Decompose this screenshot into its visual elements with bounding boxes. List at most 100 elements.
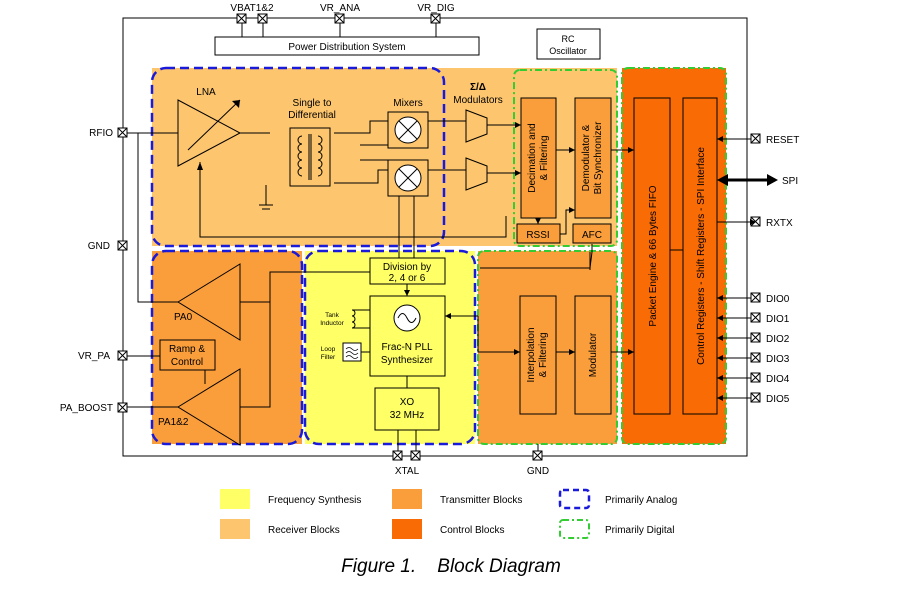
interpolation-label-1: Interpolation [526, 327, 537, 382]
analog-outline-pa [150, 249, 304, 446]
legend-swatch-receiver [220, 519, 250, 539]
lna-amplifier-icon [177, 99, 242, 167]
pa12-amplifier-icon [177, 368, 241, 446]
legend-swatch-transmitter [392, 489, 422, 509]
afc-label: AFC [582, 230, 602, 241]
ramp-label-1: Ramp & [169, 344, 205, 355]
power-distribution-label: Power Distribution System [288, 42, 405, 53]
pin-dio-icons [750, 292, 761, 403]
pin-pa-boost-label: PA_BOOST [60, 403, 113, 414]
tank-inductor-icon [351, 309, 370, 329]
packet-engine-block [633, 97, 671, 415]
balun-label-1: Single to [293, 98, 332, 109]
ramp-label-2: Control [171, 357, 203, 368]
analog-outline-synth [303, 249, 477, 446]
demodulator-block [574, 97, 612, 219]
xo-label-2: 32 MHz [390, 410, 424, 421]
ramp-control-block [159, 339, 216, 371]
demodulator-label-1: Demodulator & [581, 124, 592, 191]
loop-filter-icon [342, 342, 362, 362]
pin-reset-icon [750, 133, 761, 144]
pin-vr-dig-label: VR_DIG [417, 3, 454, 14]
pin-vbat-label: VBAT1&2 [230, 3, 274, 14]
pin-dio0-label: DIO0 [766, 294, 790, 305]
rssi-block [516, 223, 561, 244]
control-registers-block [682, 97, 718, 415]
decimation-block [520, 97, 557, 219]
legend-swatch-control [392, 519, 422, 539]
pin-vr-pa-icon [117, 350, 128, 361]
digital-outline-control [621, 67, 727, 445]
rc-oscillator-block [536, 28, 601, 60]
pin-rfio-icon [117, 127, 128, 138]
modulators-label-2: Modulators [453, 95, 502, 106]
pin-vr-ana-icon [334, 13, 345, 24]
pa0-amplifier-icon [177, 263, 241, 341]
decimation-label-1: Decimation and [527, 123, 538, 192]
rssi-label: RSSI [526, 230, 549, 241]
sigma-delta-icon [465, 109, 488, 143]
demodulator-label-2: Bit Synchronizer [593, 121, 604, 194]
modulators-label-1: Σ/Δ [470, 82, 486, 93]
pin-dio4-label: DIO4 [766, 374, 790, 385]
pll-label-1: Frac-N PLL [381, 342, 433, 353]
mixers-label: Mixers [393, 98, 422, 109]
pa0-label: PA0 [174, 312, 193, 323]
pin-spi-label: SPI [782, 176, 798, 187]
power-distribution-block [214, 36, 480, 56]
pin-vr-ana-label: VR_ANA [320, 3, 360, 14]
divider-block [369, 257, 446, 285]
legend-transmitter: Transmitter Blocks [440, 495, 522, 506]
analog-outline-receiver [150, 66, 446, 248]
lna-label: LNA [196, 87, 216, 98]
pin-rxtx-label: RXTX [766, 218, 793, 229]
afc-block [572, 223, 612, 244]
pll-label-2: Synthesizer [381, 355, 434, 366]
loop-label-2: Filter [321, 354, 336, 361]
spi-arrow-icon [717, 174, 778, 186]
rc-oscillator-label-2: Oscillator [549, 46, 587, 56]
mixer-icon [394, 116, 422, 192]
figure-caption: Figure 1. Block Diagram [0, 556, 902, 578]
pin-rfio-label: RFIO [89, 128, 113, 139]
pin-vr-dig-icon [430, 13, 441, 24]
xo-block [374, 387, 440, 431]
pin-dio1-label: DIO1 [766, 314, 790, 325]
decimation-label-2: & Filtering [539, 135, 550, 180]
legend-swatch-analog [558, 488, 591, 510]
packet-engine-label: Packet Engine & 66 Bytes FIFO [648, 185, 659, 326]
balun-coil-icon [297, 134, 323, 180]
pin-gnd-left-icon [117, 240, 128, 251]
pin-pa-boost-icon [117, 402, 128, 413]
legend-swatch-freq-synth [220, 489, 250, 509]
legend-control: Control Blocks [440, 525, 504, 536]
tank-label-1: Tank [325, 312, 339, 319]
balun-label-2: Differential [288, 110, 336, 121]
interpolation-label-2: & Filtering [538, 332, 549, 377]
pa12-label: PA1&2 [158, 417, 189, 428]
vco-icon [393, 304, 421, 332]
pin-dio5-label: DIO5 [766, 394, 790, 405]
pin-gnd-left-label: GND [88, 241, 110, 252]
balun-block [289, 127, 331, 187]
pin-gnd-bottom-label: GND [527, 466, 549, 477]
digital-outline-transmitter [477, 250, 618, 445]
figure-number: Figure 1. [341, 556, 417, 577]
control-registers-label: Control Registers - Shift Registers - SP… [696, 147, 707, 365]
pin-vbat-icon [236, 13, 268, 24]
rc-oscillator-label-1: RC [562, 34, 575, 44]
modulator-block [574, 295, 612, 415]
divider-label-1: Division by [383, 262, 431, 273]
divider-label-2: 2, 4 or 6 [389, 273, 426, 284]
pin-xtal-label: XTAL [395, 466, 420, 477]
pin-xtal-icon [392, 450, 421, 461]
pin-dio3-label: DIO3 [766, 354, 790, 365]
pin-vr-pa-label: VR_PA [78, 351, 110, 362]
digital-outline-receiver [513, 69, 618, 247]
pin-reset-label: RESET [766, 135, 799, 146]
interpolation-block [519, 295, 557, 415]
tank-label-2: Inductor [320, 320, 344, 327]
xo-label-1: XO [400, 397, 415, 408]
legend-digital: Primarily Digital [605, 525, 674, 536]
